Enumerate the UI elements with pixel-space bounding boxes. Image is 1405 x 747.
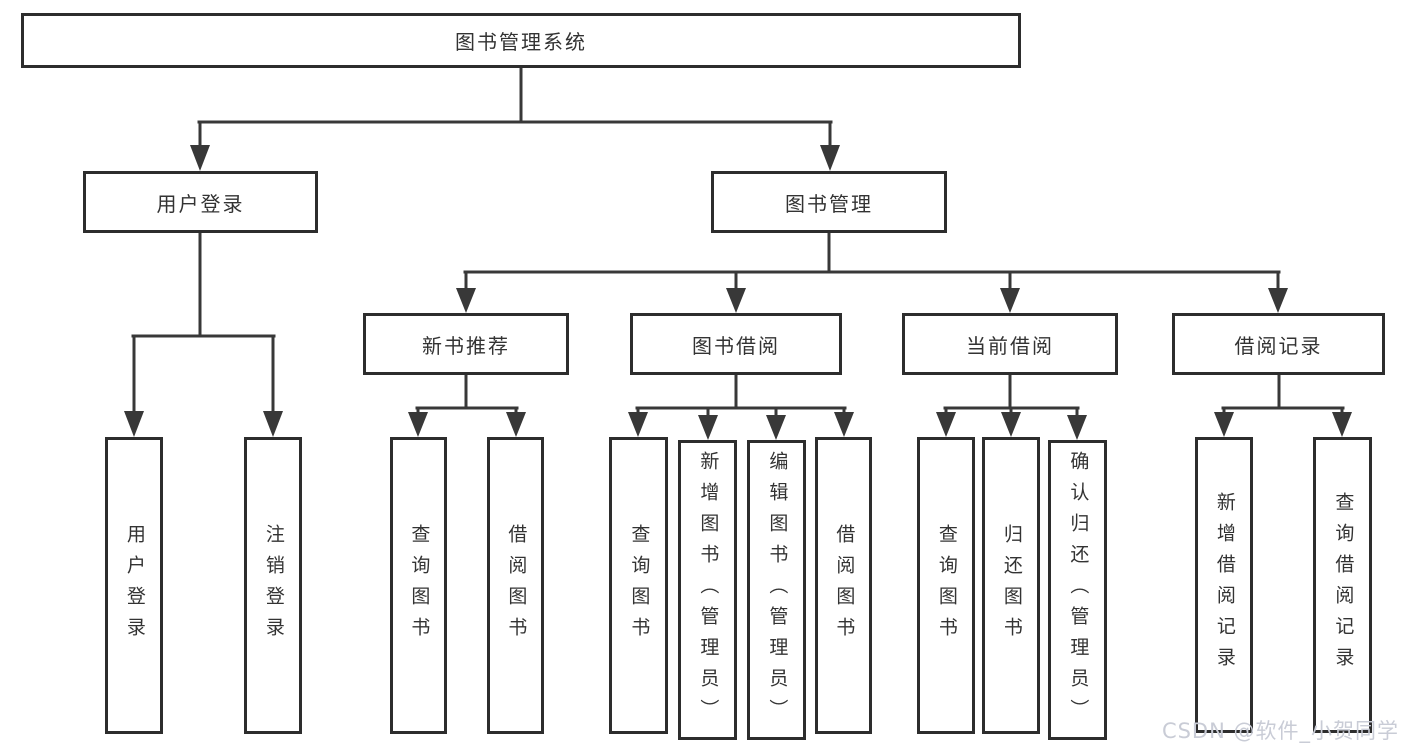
leaf-add-book-admin-label: 新增图书（管理员）: [697, 450, 720, 730]
node-book-management: 图书管理: [711, 171, 947, 233]
leaf-edit-book-admin-label: 编辑图书（管理员）: [766, 450, 789, 730]
node-current-borrow: 当前借阅: [902, 313, 1118, 375]
node-book-borrow: 图书借阅: [630, 313, 842, 375]
leaf-borrow-books-2: 借阅图书: [815, 437, 872, 734]
node-book-management-label: 图书管理: [785, 191, 873, 216]
node-user-login-label: 用户登录: [156, 191, 245, 216]
leaf-query-books-3-label: 查询图书: [935, 523, 958, 648]
node-new-book-recommend-label: 新书推荐: [422, 333, 510, 358]
connector-userlogin-to-leaves: [131, 231, 276, 415]
leaf-confirm-return-admin: 确认归还（管理员）: [1048, 440, 1107, 740]
leaf-logout-label: 注销登录: [262, 523, 285, 648]
node-borrow-records: 借阅记录: [1172, 313, 1385, 375]
leaf-user-login: 用户登录: [105, 437, 163, 734]
leaf-query-books-3: 查询图书: [917, 437, 975, 734]
leaf-add-borrow-record-label: 新增借阅记录: [1213, 492, 1236, 678]
node-user-login: 用户登录: [83, 171, 318, 233]
connector-bookborrow-to-leaves: [635, 373, 847, 418]
node-book-borrow-label: 图书借阅: [692, 333, 780, 358]
leaf-query-borrow-record-label: 查询借阅记录: [1332, 492, 1355, 678]
leaf-borrow-books-2-label: 借阅图书: [833, 523, 856, 648]
leaf-return-book-label: 归还图书: [1000, 523, 1023, 648]
node-current-borrow-label: 当前借阅: [966, 333, 1054, 358]
connector-bookmgmt-to-level3: [463, 231, 1281, 292]
leaf-edit-book-admin: 编辑图书（管理员）: [747, 440, 806, 740]
leaf-user-login-label: 用户登录: [123, 523, 146, 648]
node-root: 图书管理系统: [21, 13, 1021, 68]
leaf-borrow-books-1-label: 借阅图书: [505, 523, 528, 648]
leaf-borrow-books-1: 借阅图书: [487, 437, 544, 734]
leaf-return-book: 归还图书: [982, 437, 1040, 734]
csdn-watermark: CSDN @软件_小贺同学: [1161, 719, 1399, 743]
leaf-logout: 注销登录: [244, 437, 302, 734]
connector-root-to-level2: [197, 66, 833, 150]
leaf-add-borrow-record: 新增借阅记录: [1195, 437, 1253, 733]
node-new-book-recommend: 新书推荐: [363, 313, 569, 375]
connector-newbook-to-leaves: [415, 373, 519, 416]
leaf-query-books-1-label: 查询图书: [408, 523, 431, 648]
leaf-confirm-return-admin-label: 确认归还（管理员）: [1067, 450, 1090, 730]
connector-borrowrecords-to-leaves: [1221, 373, 1345, 416]
leaf-add-book-admin: 新增图书（管理员）: [678, 440, 737, 740]
node-borrow-records-label: 借阅记录: [1234, 333, 1323, 358]
node-root-label: 图书管理系统: [455, 30, 587, 54]
connector-currentborrow-to-leaves: [943, 373, 1080, 418]
leaf-query-books-2-label: 查询图书: [628, 523, 651, 648]
leaf-query-borrow-record: 查询借阅记录: [1313, 437, 1372, 733]
leaf-query-books-1: 查询图书: [390, 437, 447, 734]
leaf-query-books-2: 查询图书: [609, 437, 668, 734]
arrowheads: [124, 145, 1352, 440]
